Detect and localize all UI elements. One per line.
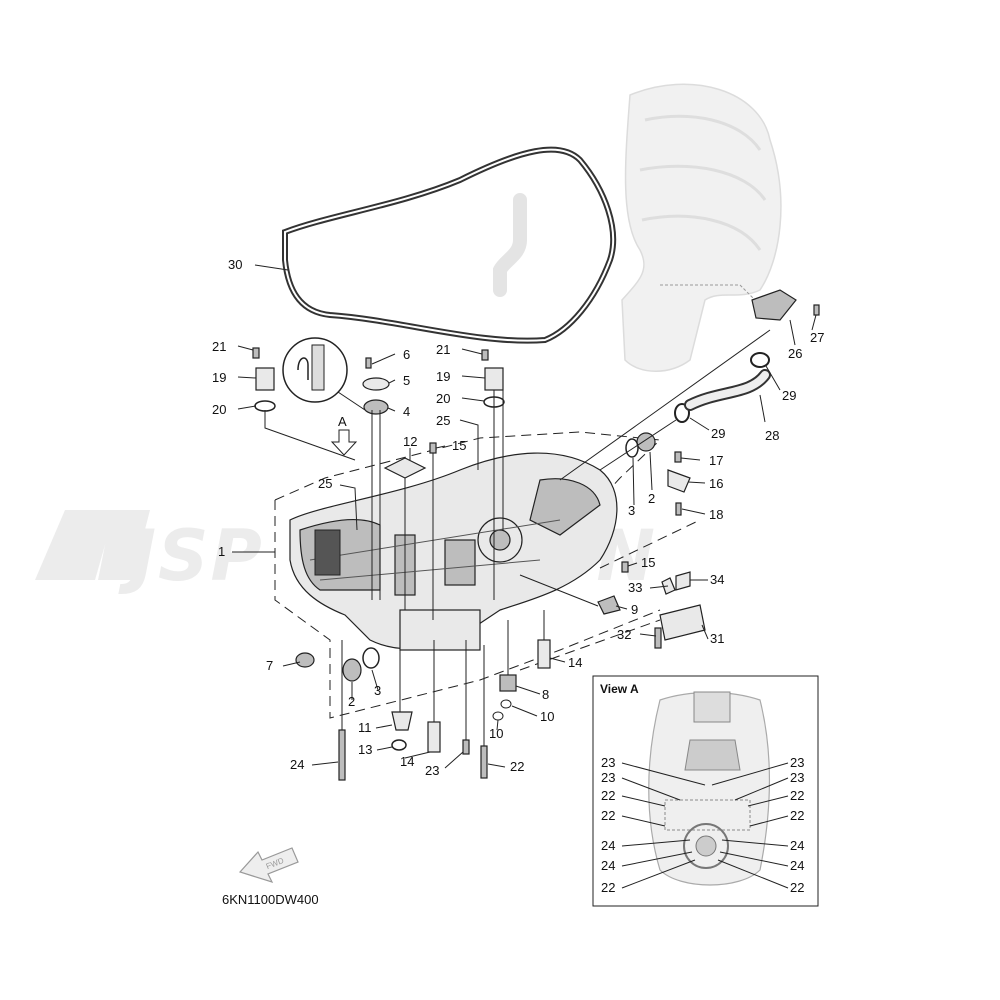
hardware-parts bbox=[252, 289, 820, 781]
callout-17: 17 bbox=[709, 453, 723, 468]
view-a-marker: A bbox=[338, 414, 347, 429]
leader-lines bbox=[232, 264, 817, 769]
callout-19-right: 19 bbox=[436, 369, 450, 384]
drawing-code: 6KN1100DW400 bbox=[222, 892, 319, 907]
lower-case-assembly bbox=[289, 452, 618, 651]
callout-2-left: 2 bbox=[348, 694, 355, 709]
callout-13: 13 bbox=[358, 742, 372, 757]
callout-34: 34 bbox=[710, 572, 724, 587]
callout-labels: 30 21 19 20 6 5 4 21 19 20 25 12 15 25 1… bbox=[212, 257, 824, 778]
callout-21-right: 21 bbox=[436, 342, 450, 357]
callout-31: 31 bbox=[710, 631, 724, 646]
view-a-callout-22-l1: 22 bbox=[601, 788, 615, 803]
callout-26: 26 bbox=[788, 346, 802, 361]
callout-14-right: 14 bbox=[568, 655, 582, 670]
callout-32: 32 bbox=[617, 627, 631, 642]
view-a-callout-22-r3: 22 bbox=[790, 880, 804, 895]
callout-25-top: 25 bbox=[436, 413, 450, 428]
callout-24: 24 bbox=[290, 757, 304, 772]
view-a-callout-22-l3: 22 bbox=[601, 880, 615, 895]
view-a-callout-24-l2: 24 bbox=[601, 858, 615, 873]
view-a-callout-23-l1: 23 bbox=[601, 755, 615, 770]
callout-28: 28 bbox=[765, 428, 779, 443]
callout-2-right: 2 bbox=[648, 491, 655, 506]
callout-12: 12 bbox=[403, 434, 417, 449]
callout-6: 6 bbox=[403, 347, 410, 362]
view-a-callout-24-l1: 24 bbox=[601, 838, 615, 853]
watermark-logo-icon bbox=[35, 510, 150, 580]
view-a-leaders bbox=[621, 762, 789, 889]
callout-10-bottom: 10 bbox=[489, 726, 503, 741]
callout-7: 7 bbox=[266, 658, 273, 673]
callout-16: 16 bbox=[709, 476, 723, 491]
callout-30: 30 bbox=[228, 257, 242, 272]
callout-29-right: 29 bbox=[782, 388, 796, 403]
callout-10-right: 10 bbox=[540, 709, 554, 724]
view-a-callout-23-l2: 23 bbox=[601, 770, 615, 785]
callout-3-left: 3 bbox=[374, 683, 381, 698]
view-a-callout-22-l2: 22 bbox=[601, 808, 615, 823]
callout-8: 8 bbox=[542, 687, 549, 702]
callout-19-left: 19 bbox=[212, 370, 226, 385]
callout-14-bottom: 14 bbox=[400, 754, 414, 769]
callout-11: 11 bbox=[358, 720, 372, 735]
breather-hose-ghost bbox=[493, 193, 527, 297]
view-a-title: View A bbox=[600, 682, 639, 696]
view-a-callout-23-r1: 23 bbox=[790, 755, 804, 770]
view-a-callout-24-r1: 24 bbox=[790, 838, 804, 853]
callout-33: 33 bbox=[628, 580, 642, 595]
view-a-callout-22-r1: 22 bbox=[790, 788, 804, 803]
fwd-arrow: FWD bbox=[238, 847, 299, 883]
callout-3-right: 3 bbox=[628, 503, 635, 518]
callout-27: 27 bbox=[810, 330, 824, 345]
callout-21-left: 21 bbox=[212, 339, 226, 354]
callout-1: 1 bbox=[218, 544, 225, 559]
callout-20-left: 20 bbox=[212, 402, 226, 417]
view-a-arrow: A bbox=[330, 414, 358, 456]
timing-belt bbox=[282, 146, 617, 344]
view-a-callout-24-r2: 24 bbox=[790, 858, 804, 873]
view-a-callout-23-r2: 23 bbox=[790, 770, 804, 785]
exhaust-manifold-ghost bbox=[621, 83, 782, 372]
callout-4: 4 bbox=[403, 404, 410, 419]
callout-9: 9 bbox=[631, 602, 638, 617]
callout-23: 23 bbox=[425, 763, 439, 778]
callout-22: 22 bbox=[510, 759, 524, 774]
callout-20-right: 20 bbox=[436, 391, 450, 406]
view-a-callout-22-r2: 22 bbox=[790, 808, 804, 823]
callout-5: 5 bbox=[403, 373, 410, 388]
detail-inset bbox=[282, 337, 366, 411]
view-a-panel: View A 23 23 23 23 22 22 22 bbox=[592, 675, 819, 907]
callout-15-right: 15 bbox=[641, 555, 655, 570]
callout-15-top: 15 bbox=[452, 438, 466, 453]
callout-29-left: 29 bbox=[711, 426, 725, 441]
callout-18: 18 bbox=[709, 507, 723, 522]
callout-25-left: 25 bbox=[318, 476, 332, 491]
